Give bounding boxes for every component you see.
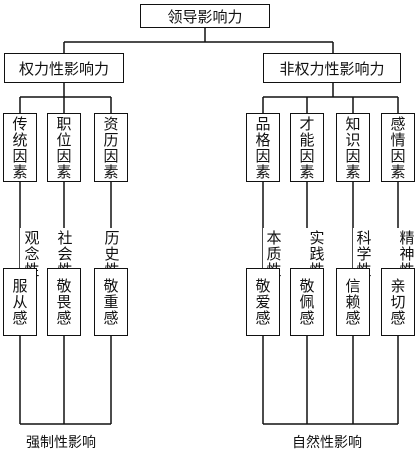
effect-label: 亲切感 bbox=[388, 278, 407, 326]
factor-label: 品格因素 bbox=[253, 115, 272, 180]
trait-label: 精神性 bbox=[397, 228, 417, 280]
factor-box: 职位因素 bbox=[47, 113, 81, 182]
effect-box: 信赖感 bbox=[336, 268, 370, 336]
factor-box: 才能因素 bbox=[290, 113, 324, 182]
factor-box: 品格因素 bbox=[246, 113, 280, 182]
trait-label: 社会性 bbox=[55, 228, 75, 280]
effect-label: 敬爱感 bbox=[253, 278, 272, 326]
root-label: 领导影响力 bbox=[167, 7, 243, 26]
effect-box: 敬重感 bbox=[94, 268, 128, 336]
effect-box: 敬佩感 bbox=[290, 268, 324, 336]
effect-label: 敬佩感 bbox=[297, 278, 316, 326]
effect-box: 敬爱感 bbox=[246, 268, 280, 336]
factor-label: 才能因素 bbox=[297, 115, 316, 180]
factor-box: 知识因素 bbox=[336, 113, 370, 182]
footer-right-label: 自然性影响 bbox=[292, 435, 362, 451]
trait-label: 科学性 bbox=[353, 228, 375, 280]
factor-label: 职位因素 bbox=[54, 115, 73, 180]
factor-label: 感情因素 bbox=[388, 115, 407, 180]
factor-box: 传统因素 bbox=[3, 113, 37, 182]
branch-right-label: 非权力性影响力 bbox=[279, 59, 385, 78]
factor-box: 感情因素 bbox=[381, 113, 415, 182]
effect-label: 服从感 bbox=[10, 278, 29, 326]
trait-label: 实践性 bbox=[306, 228, 328, 280]
effect-box: 服从感 bbox=[3, 268, 37, 336]
factor-label: 传统因素 bbox=[10, 115, 29, 180]
branch-left-node: 权力性影响力 bbox=[4, 53, 124, 83]
root-node: 领导影响力 bbox=[140, 4, 270, 28]
factor-label: 资历因素 bbox=[101, 115, 120, 180]
trait-label: 本质性 bbox=[263, 228, 285, 280]
trait-label: 历史性 bbox=[102, 228, 122, 280]
factor-label: 知识因素 bbox=[343, 115, 362, 180]
factor-box: 资历因素 bbox=[94, 113, 128, 182]
branch-left-label: 权力性影响力 bbox=[18, 59, 109, 78]
effect-box: 亲切感 bbox=[381, 268, 415, 336]
footer-left-label: 强制性影响 bbox=[26, 435, 96, 451]
effect-label: 信赖感 bbox=[343, 278, 362, 326]
branch-right-node: 非权力性影响力 bbox=[263, 53, 401, 83]
effect-label: 敬重感 bbox=[101, 278, 120, 326]
effect-box: 敬畏感 bbox=[47, 268, 81, 336]
effect-label: 敬畏感 bbox=[54, 278, 73, 326]
